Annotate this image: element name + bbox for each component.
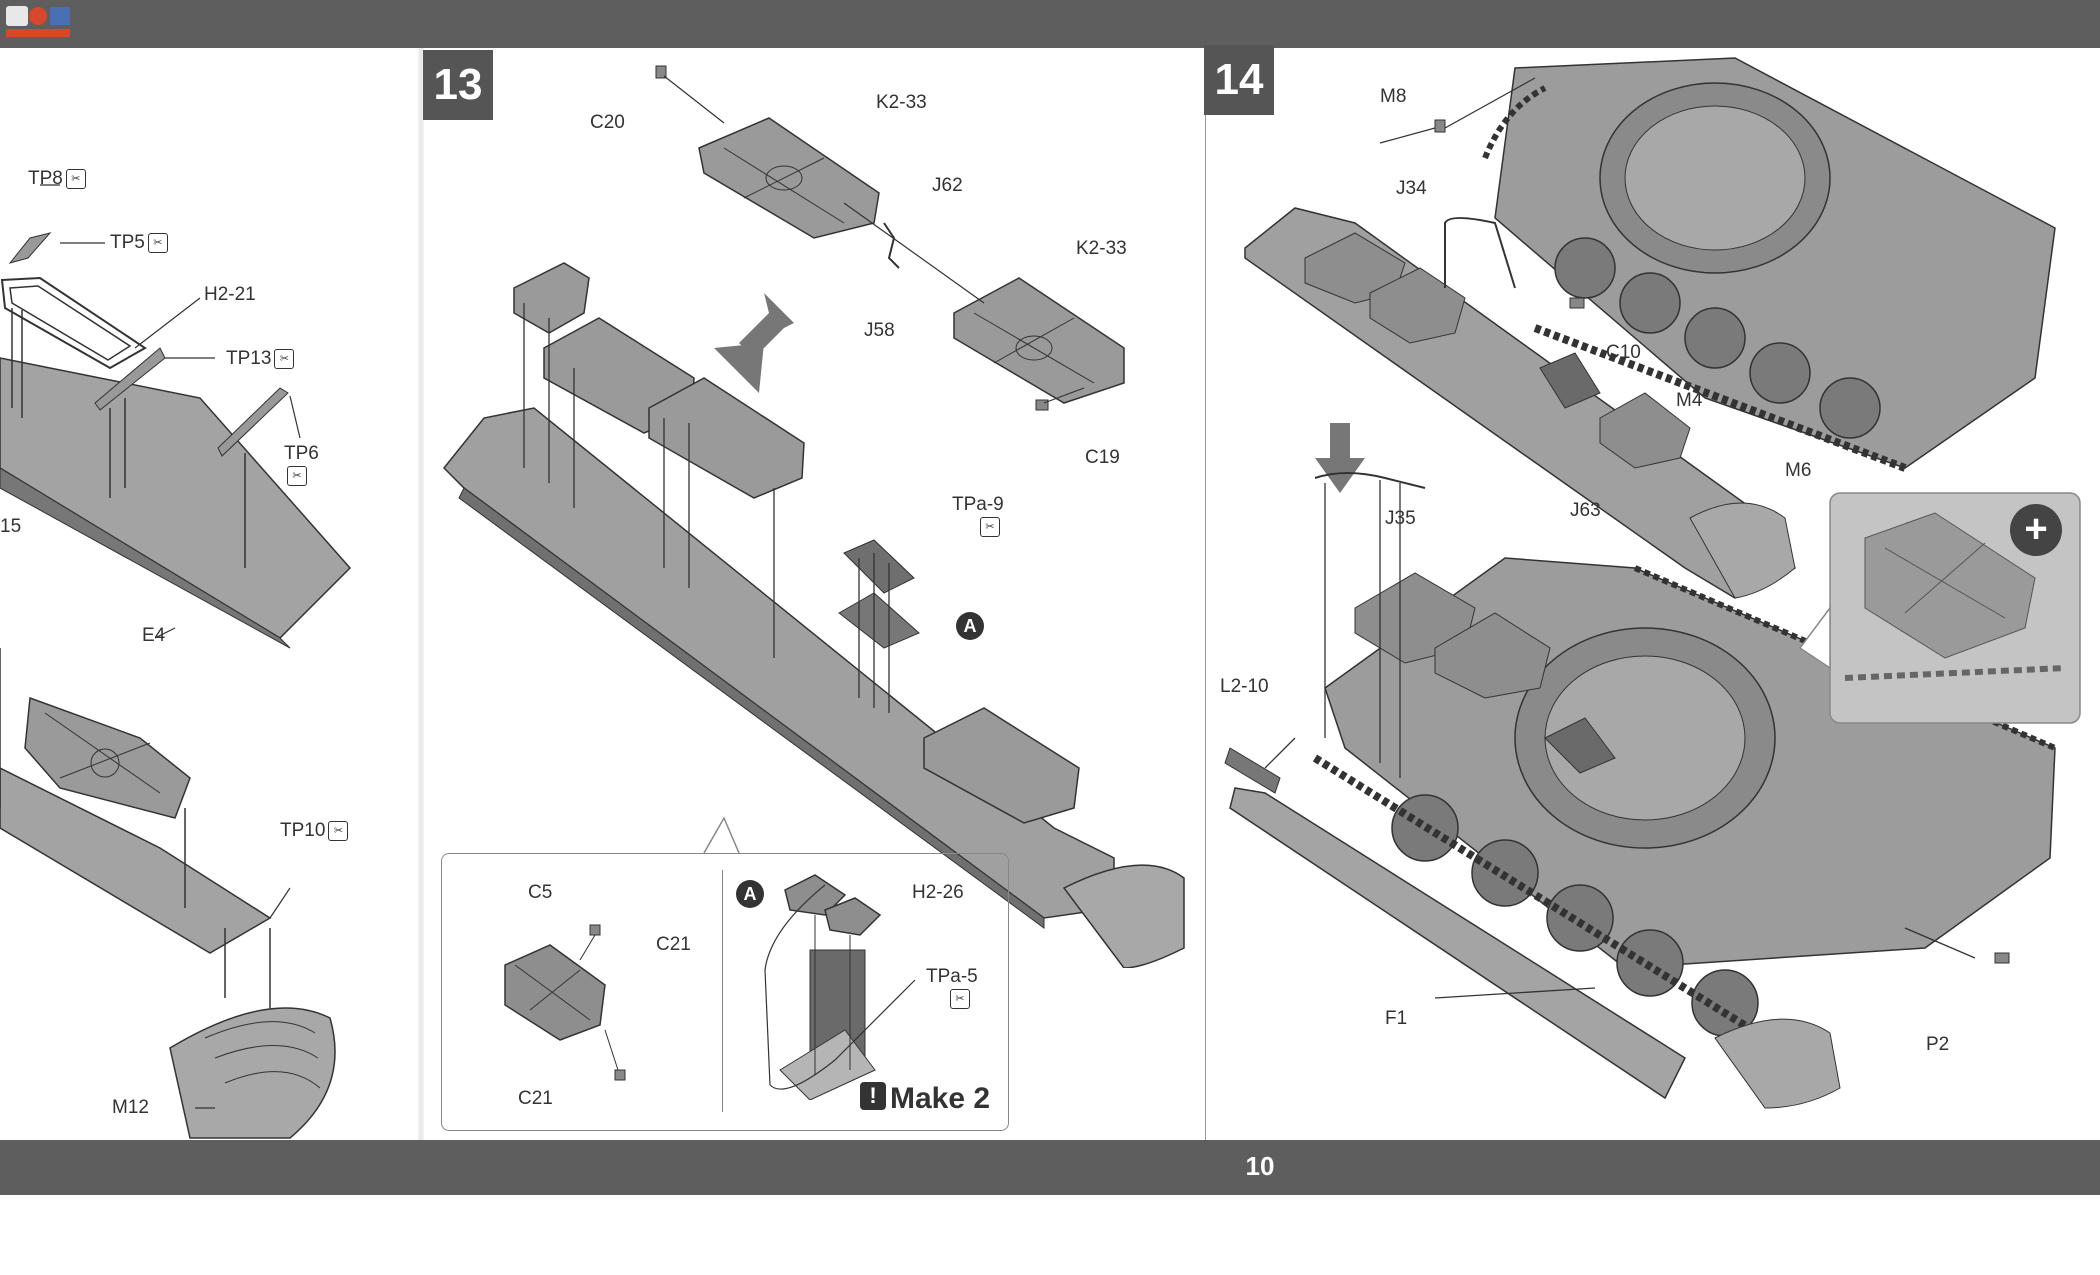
step-14-badge: 14 (1204, 45, 1274, 115)
warning-icon: ✂ (65, 168, 86, 189)
part-f1 (1229, 787, 1686, 1100)
part-j34 (1444, 217, 1516, 289)
direction-arrow (739, 293, 794, 358)
tank-hull-upper (1482, 57, 2056, 472)
warning-icon: ✂ (274, 348, 295, 369)
step-13-diagram (442, 65, 1185, 968)
label-15: 15 (0, 516, 22, 537)
hull-panel-upper (0, 357, 352, 639)
label-tpa-9: TPa-9✂ (952, 494, 1004, 538)
warning-icon: ✂ (980, 516, 1000, 537)
part-tp6 (217, 387, 289, 457)
label-h2-26: H2-26 (912, 882, 964, 903)
inset-c5-diagram (504, 924, 626, 1081)
left-step-diagram (0, 184, 352, 1139)
inset-detail-a-marker: A (736, 880, 764, 908)
label-c20: C20 (590, 112, 625, 133)
label-h2-21: H2-21 (204, 284, 256, 305)
step-13-badge: 13 (423, 50, 493, 120)
step-14-diagram (1224, 57, 2081, 1109)
part-h2-21 (0, 276, 147, 370)
label-c21-b: C21 (518, 1088, 553, 1109)
part-m12 (169, 1007, 336, 1139)
part-tp5 (8, 232, 52, 264)
part-c19 (1035, 399, 1049, 411)
label-tp13: TP13✂ (226, 348, 295, 370)
zoom-inset (1798, 492, 2081, 724)
inset-tpa-5-diagram (764, 874, 916, 1100)
warning-icon: ✂ (328, 820, 349, 841)
detail-a-marker: A (956, 612, 984, 640)
label-f1: F1 (1385, 1008, 1408, 1029)
direction-arrow (1315, 423, 1365, 493)
part-c20 (655, 65, 667, 79)
label-tp8: TP8✂ (28, 168, 86, 190)
part-k2-33-upper (698, 117, 880, 239)
logo-mark (6, 6, 70, 37)
fuel-tank-left (24, 696, 191, 819)
top-bar (0, 0, 2100, 48)
make-2-notice: !Make 2 (860, 1082, 990, 1116)
part-j35-j63 (1314, 472, 1426, 489)
page-divider (1205, 48, 1206, 1140)
warning-icon: ✂ (287, 465, 307, 486)
part-c10 (1569, 297, 1585, 309)
label-j62: J62 (932, 175, 963, 196)
magnify-icon: + (2010, 504, 2062, 556)
label-c5: C5 (528, 882, 553, 903)
label-m12: M12 (112, 1097, 149, 1118)
label-c21-a: C21 (656, 934, 691, 955)
bottom-bar (0, 1140, 2100, 1195)
label-tpa-5: TPa-5✂ (926, 966, 978, 1010)
part-l2-10 (1224, 747, 1281, 794)
label-k2-33-lower: K2-33 (1076, 238, 1127, 259)
label-m4: M4 (1676, 390, 1703, 411)
exclamation-icon: ! (860, 1082, 886, 1110)
part-k2-33-lower (953, 277, 1125, 404)
label-k2-33-upper: K2-33 (876, 92, 927, 113)
label-j35: J35 (1385, 508, 1416, 529)
label-c19: C19 (1085, 447, 1120, 468)
part-m8 (1434, 119, 1446, 133)
label-m8: M8 (1380, 86, 1407, 107)
label-tp5: TP5✂ (110, 232, 168, 254)
part-tpa-9-mesh (843, 539, 915, 594)
warning-icon: ✂ (950, 988, 970, 1009)
label-p2: P2 (1926, 1034, 1950, 1055)
page-number: 10 (1245, 1151, 1275, 1181)
label-j34: J34 (1396, 178, 1427, 199)
label-e4: E4 (142, 625, 166, 646)
part-tank-strip (923, 707, 1080, 824)
label-j63: J63 (1570, 500, 1601, 521)
page-gutter-shadow (418, 48, 424, 1140)
label-m6: M6 (1785, 460, 1812, 481)
warning-icon: ✂ (147, 232, 168, 253)
hull-panel-lower (0, 767, 272, 954)
label-c10: C10 (1606, 342, 1641, 363)
label-tp6: TP6✂ (284, 443, 319, 487)
part-tank-mid-2 (648, 377, 805, 499)
part-fender (1062, 864, 1185, 968)
site-logo (4, 4, 74, 40)
step-13-inset (441, 853, 1009, 1131)
part-j58 (883, 222, 900, 269)
label-l2-10: L2-10 (1220, 676, 1269, 697)
label-j58: J58 (864, 320, 895, 341)
label-tp10: TP10✂ (280, 820, 349, 842)
part-p2 (1994, 952, 2010, 964)
inset-divider (722, 870, 723, 1112)
part-small-box (513, 262, 590, 334)
